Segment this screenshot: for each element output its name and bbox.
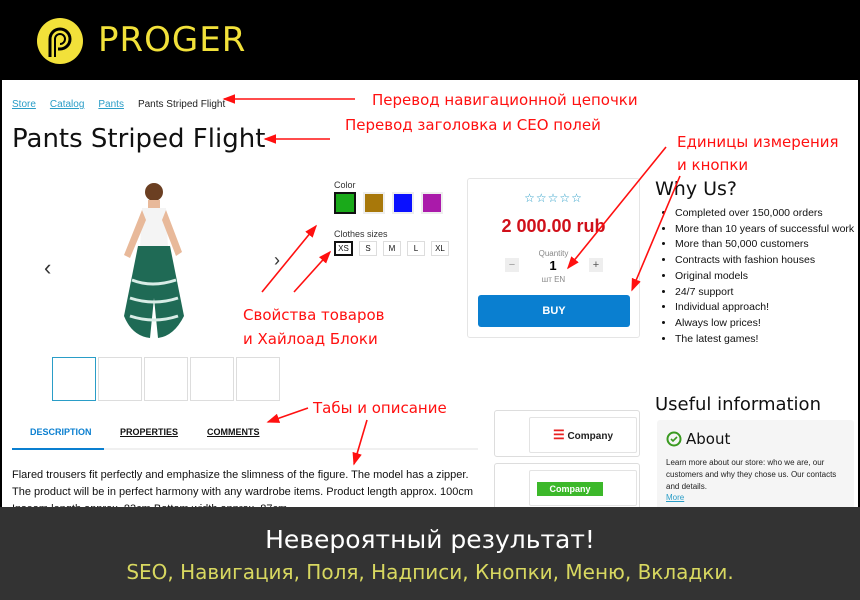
about-title: About	[686, 430, 731, 448]
why-us-item: Individual approach!	[675, 300, 855, 316]
size-s[interactable]: S	[359, 241, 377, 256]
tab-comments[interactable]: COMMENTS	[207, 427, 260, 437]
why-us-item: More than 10 years of successful work	[675, 222, 855, 238]
gallery-next-icon[interactable]: ›	[274, 250, 280, 270]
quantity-plus-button[interactable]: +	[589, 258, 603, 272]
breadcrumb-catalog[interactable]: Catalog	[49, 99, 85, 110]
quantity-minus-button[interactable]: −	[505, 258, 519, 272]
product-image	[124, 183, 184, 338]
arrow	[293, 250, 332, 293]
banner-features: SEO, Навигация, Поля, Надписи, Кнопки, М…	[126, 560, 734, 584]
buy-button[interactable]: BUY	[478, 295, 630, 327]
why-us-title: Why Us?	[655, 178, 738, 200]
why-us-item: Completed over 150,000 orders	[675, 206, 855, 222]
thumbnail[interactable]	[236, 357, 280, 401]
about-card: About Learn more about our store: who we…	[657, 420, 854, 507]
color-swatches	[334, 192, 443, 214]
company-logo-icon: ☰	[553, 427, 565, 442]
arrow	[261, 224, 318, 293]
thumbnail[interactable]	[52, 357, 96, 401]
why-us-item: 24/7 support	[675, 285, 855, 301]
color-label: Color	[334, 180, 356, 190]
active-tab-indicator	[12, 448, 104, 450]
thumbnail-strip	[52, 357, 280, 401]
banner-headline: Невероятный результат!	[265, 525, 595, 554]
color-swatch-brown[interactable]	[363, 192, 385, 214]
size-l[interactable]: L	[407, 241, 425, 256]
brand-name: PROGER	[98, 20, 247, 60]
thumbnail[interactable]	[190, 357, 234, 401]
why-us-item: Always low prices!	[675, 316, 855, 332]
rating-stars-icon[interactable]: ☆☆☆☆☆	[524, 191, 583, 205]
brand-card[interactable]: ☰ Company	[494, 410, 640, 457]
why-us-list: Completed over 150,000 orders More than …	[655, 206, 855, 347]
thumbnail[interactable]	[144, 357, 188, 401]
arrow	[266, 407, 309, 423]
annotation-units-1: Единицы измерения	[677, 133, 839, 151]
page-title: Pants Striped Flight	[12, 124, 266, 154]
annotation-units-2: и кнопки	[677, 156, 749, 174]
color-swatch-purple[interactable]	[421, 192, 443, 214]
about-text: Learn more about our store: who we are, …	[666, 458, 837, 491]
why-us-item: More than 50,000 customers	[675, 237, 855, 253]
tab-description[interactable]: DESCRIPTION	[30, 427, 92, 437]
breadcrumb: Store Catalog Pants Pants Striped Flight	[12, 94, 225, 112]
brand-name: Company	[567, 431, 613, 442]
arrow	[352, 419, 368, 466]
why-us-item: Contracts with fashion houses	[675, 253, 855, 269]
annotation-title: Перевод заголовка и СЕО полей	[345, 116, 601, 134]
tab-properties[interactable]: PROPERTIES	[120, 427, 179, 437]
price: 2 000.00 rub	[501, 216, 606, 236]
brand-name: Company	[537, 482, 603, 496]
size-m[interactable]: M	[383, 241, 401, 256]
color-swatch-green[interactable]	[334, 192, 356, 214]
annotation-props-2: и Хайлоад Блоки	[243, 330, 378, 348]
why-us-item: The latest games!	[675, 332, 855, 348]
sizes-label: Clothes sizes	[334, 229, 388, 239]
check-circle-icon	[666, 431, 682, 447]
color-swatch-blue[interactable]	[392, 192, 414, 214]
why-us-item: Original models	[675, 269, 855, 285]
breadcrumb-store[interactable]: Store	[12, 99, 36, 110]
size-options: XS S M L XL	[334, 241, 449, 256]
annotation-breadcrumb: Перевод навигационной цепочки	[372, 91, 638, 109]
useful-info-title: Useful information	[655, 394, 821, 415]
quantity-input[interactable]: 1	[549, 258, 557, 273]
brand-header: PROGER	[0, 0, 860, 80]
annotation-tabs: Табы и описание	[313, 399, 447, 417]
unit-label: шт EN	[541, 275, 566, 284]
annotation-arrows	[222, 94, 681, 466]
brand-card[interactable]: Company	[494, 463, 640, 507]
product-description: Flared trousers fit perfectly and emphas…	[12, 469, 474, 507]
breadcrumb-current: Pants Striped Flight	[137, 99, 226, 110]
arrow	[566, 146, 667, 270]
promo-banner: Невероятный результат! SEO, Навигация, П…	[0, 507, 860, 600]
gallery-prev-icon[interactable]: ‹	[44, 255, 52, 280]
tab-bar: DESCRIPTION PROPERTIES COMMENTS	[12, 426, 478, 450]
purchase-box: ☆☆☆☆☆ 2 000.00 rub Quantity − 1 + шт EN …	[467, 178, 640, 338]
size-xl[interactable]: XL	[431, 241, 449, 256]
breadcrumb-pants[interactable]: Pants	[98, 99, 124, 110]
about-more-link[interactable]: More	[666, 493, 685, 502]
quantity-label: Quantity	[538, 249, 569, 258]
arrow	[631, 175, 681, 292]
proger-logo-icon	[37, 18, 83, 64]
size-xs[interactable]: XS	[334, 241, 353, 256]
thumbnail[interactable]	[98, 357, 142, 401]
annotation-props-1: Свойства товаров	[243, 306, 385, 324]
